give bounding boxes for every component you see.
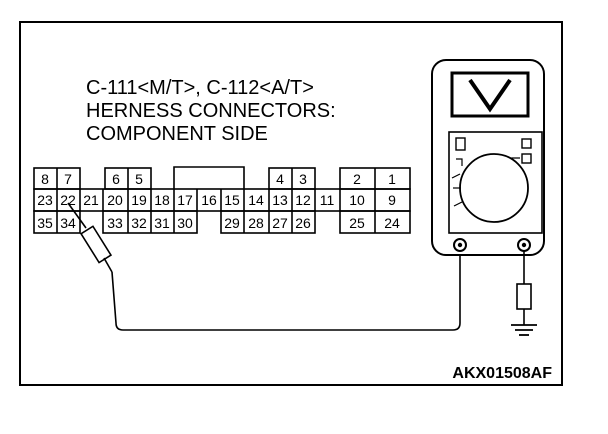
pin-label: 34 — [60, 215, 76, 231]
ground-symbol-icon — [511, 324, 537, 336]
title-line-3: COMPONENT SIDE — [86, 123, 268, 145]
pin-label: 13 — [272, 192, 288, 208]
pin-label: 5 — [135, 171, 143, 187]
test-probe — [67, 202, 113, 273]
pin-label: 32 — [131, 215, 147, 231]
pin-label: 35 — [37, 215, 53, 231]
pin-label: 4 — [276, 171, 284, 187]
pin-label: 29 — [224, 215, 240, 231]
pin-label: 33 — [107, 215, 123, 231]
pin-label: 18 — [154, 192, 170, 208]
pin-label: 15 — [224, 192, 240, 208]
pin-label: 21 — [83, 192, 99, 208]
pin-label: 6 — [112, 171, 120, 187]
pin-label: 10 — [349, 192, 365, 208]
pin-label: 3 — [299, 171, 307, 187]
pin-label: 2 — [353, 171, 361, 187]
voltmeter-symbol-icon — [468, 78, 512, 113]
pin-label: 23 — [37, 192, 53, 208]
title-line-1: C-111<M/T>, C-112<A/T> — [86, 77, 314, 99]
pin-label: 9 — [388, 192, 396, 208]
pin-label: 1 — [388, 171, 396, 187]
ground-clip — [516, 283, 532, 310]
pin-label: 11 — [320, 192, 335, 208]
selector-dial-icon — [459, 153, 529, 223]
pin-label: 26 — [295, 215, 311, 231]
title-line-2: HERNESS CONNECTORS: — [86, 100, 336, 122]
pin-labels: 8 7 6 5 4 3 2 1 23 22 21 20 19 18 17 16 … — [37, 171, 400, 231]
harness-connector — [33, 166, 411, 234]
pin-label: 31 — [154, 215, 170, 231]
pin-label: 12 — [295, 192, 311, 208]
title-block: C-111<M/T>, C-112<A/T> HERNESS CONNECTOR… — [86, 77, 336, 145]
pin-label: 16 — [201, 192, 217, 208]
reference-code: AKX01508AF — [452, 365, 552, 382]
pin-label: 14 — [248, 192, 264, 208]
pin-label: 7 — [64, 171, 72, 187]
pin-label: 17 — [177, 192, 193, 208]
pin-label: 27 — [272, 215, 288, 231]
pin-label: 8 — [41, 171, 49, 187]
pin-label: 22 — [60, 192, 76, 208]
pin-label: 30 — [177, 215, 193, 231]
test-lead-wire — [111, 250, 461, 331]
pin-label: 20 — [107, 192, 123, 208]
pin-label: 24 — [384, 215, 400, 231]
ground-lead — [516, 251, 532, 325]
multimeter — [431, 59, 545, 256]
pin-label: 25 — [349, 215, 365, 231]
pin-label: 28 — [248, 215, 264, 231]
pin-label: 19 — [131, 192, 147, 208]
